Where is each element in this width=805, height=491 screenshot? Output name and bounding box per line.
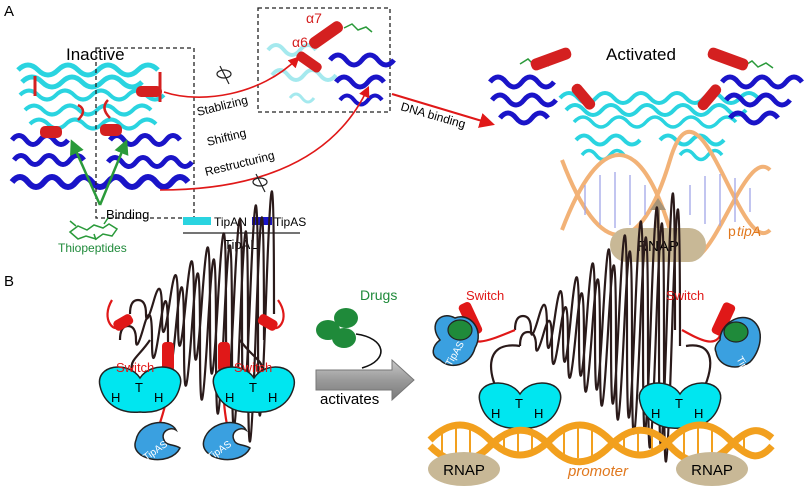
label-restructuring: Restructuring — [203, 148, 276, 179]
binding-arrow-right — [98, 139, 129, 206]
activates-label: activates — [320, 391, 379, 408]
hth-act-right-h1: H — [651, 406, 660, 421]
arrow-stabilizing — [163, 56, 300, 98]
legend-tipan-label: TipAN — [214, 215, 247, 229]
drug-molecules — [316, 308, 358, 348]
inactive-dashed-box — [95, 47, 195, 219]
helix-a6-label: α6 — [292, 34, 308, 50]
hth-left-t: T — [135, 380, 143, 395]
promoter-label: promoter — [567, 463, 629, 480]
arrow-restructuring — [159, 85, 370, 191]
hth-right-h2: H — [268, 390, 277, 405]
panel-b-letter: B — [4, 273, 14, 290]
hth-act-left-h2: H — [534, 406, 543, 421]
hth-right-h1: H — [225, 390, 234, 405]
legend-tipas-label: TipAS — [274, 215, 306, 229]
switch-label-left: Switch — [116, 360, 154, 375]
switch-label-act-right: Switch — [666, 288, 704, 303]
rotate-icon-bottom — [252, 173, 268, 193]
zoom-dashed-box — [257, 7, 391, 113]
rnap-right-ellipse — [676, 452, 748, 486]
thiopeptides-label: Thiopeptides — [58, 241, 127, 255]
hth-right-t: T — [249, 380, 257, 395]
hth-act-right-t: T — [675, 396, 683, 411]
promoter-dna — [427, 421, 775, 466]
helix-a7-label: α7 — [306, 10, 322, 26]
inactive-cartoon — [98, 190, 295, 461]
activates-arrow — [315, 358, 415, 402]
label-shifting: Shifting — [205, 126, 247, 149]
rnap-arrow-head — [650, 198, 666, 210]
activated-structure — [488, 47, 804, 162]
hth-left-h2: H — [154, 390, 163, 405]
drugs-label: Drugs — [360, 287, 397, 303]
legend-tipan-swatch — [183, 217, 211, 225]
binding-arrow-left — [70, 139, 102, 206]
switch-label-act-left: Switch — [466, 288, 504, 303]
switch-label-right: Switch — [234, 360, 272, 375]
panel-a-letter: A — [4, 3, 14, 20]
thiopeptide-molecule — [68, 217, 119, 241]
inactive-structure — [9, 62, 194, 190]
rnap-left-label: RNAP — [443, 462, 485, 479]
binding-label: Binding — [106, 207, 149, 222]
inactive-title: Inactive — [66, 45, 125, 64]
ptipa-prefix: p — [728, 223, 736, 239]
hth-act-left-h1: H — [491, 406, 500, 421]
activated-title: Activated — [606, 45, 676, 64]
drug-curve — [355, 333, 382, 369]
ptipa-gene: tipA — [737, 223, 761, 239]
hth-act-right-h2: H — [694, 406, 703, 421]
activated-cartoon — [432, 192, 761, 463]
dna-binding-arrow — [391, 92, 495, 128]
rnap-right-label: RNAP — [691, 462, 733, 479]
dna-binding-label: DNA binding — [399, 99, 467, 131]
rnap-left-ellipse — [428, 452, 500, 486]
hth-act-left-t: T — [515, 396, 523, 411]
zoom-structure — [266, 21, 396, 107]
hth-left-h1: H — [111, 390, 120, 405]
rotate-icon-top — [216, 65, 232, 85]
